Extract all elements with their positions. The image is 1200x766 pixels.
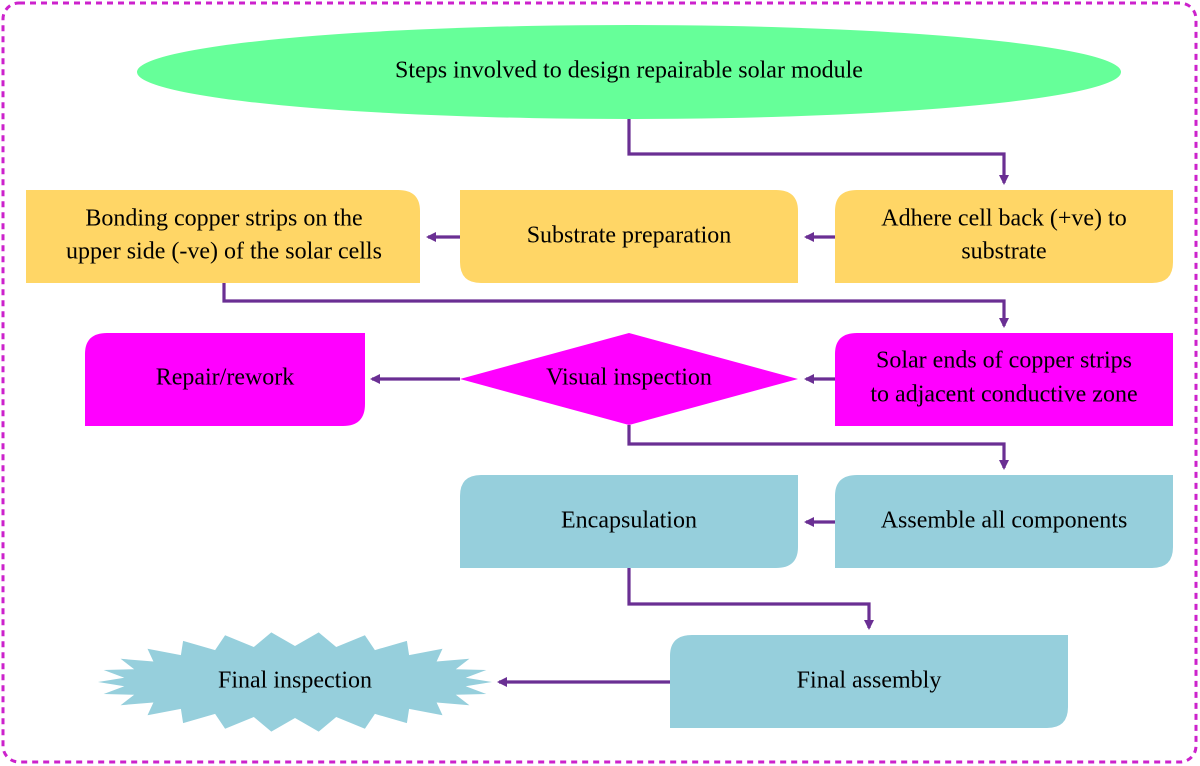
start-node: Steps involved to design repairable sola… (137, 25, 1121, 119)
start-ellipse (137, 25, 1121, 119)
final-assembly-box (670, 635, 1068, 728)
start-label: Steps involved to design repairable sola… (395, 58, 863, 84)
solder-node: Solar ends of copper strips to adjacent … (835, 333, 1173, 426)
solder-line2: to adjacent conductive zone (870, 382, 1137, 408)
bonding-node: Bonding copper strips on the upper side … (26, 190, 420, 283)
substrate-box (460, 190, 798, 283)
assemble-box (835, 475, 1173, 568)
substrate-node: Substrate preparation (460, 190, 798, 283)
adhere-node: Adhere cell back (+ve) to substrate (835, 190, 1173, 283)
encapsulation-label: Encapsulation (561, 508, 697, 534)
final-assembly-label: Final assembly (797, 668, 942, 694)
repair-label: Repair/rework (156, 365, 295, 391)
solder-line1: Solar ends of copper strips (876, 348, 1132, 374)
arrow-encapsulation-to-final-assembly (627, 568, 874, 630)
adhere-line2: substrate (961, 239, 1046, 265)
adhere-line1: Adhere cell back (+ve) to (881, 206, 1126, 232)
visual-diamond (460, 333, 798, 425)
assemble-label: Assemble all components (881, 508, 1128, 534)
assemble-node: Assemble all components (835, 475, 1173, 568)
repair-box (85, 333, 365, 426)
connectors (222, 119, 1009, 687)
arrow-visual-to-assemble (627, 425, 1009, 470)
final-inspection-starburst (98, 632, 492, 732)
arrow-start-to-adhere (627, 119, 1009, 185)
final-assembly-node: Final assembly (670, 635, 1068, 728)
visual-node: Visual inspection (460, 333, 798, 425)
arrow-bonding-to-solder (222, 283, 1009, 328)
repair-node: Repair/rework (85, 333, 365, 426)
bonding-box (26, 190, 420, 283)
encapsulation-node: Encapsulation (460, 475, 798, 568)
solder-box (835, 333, 1173, 426)
final-inspection-label: Final inspection (218, 668, 372, 694)
visual-label: Visual inspection (546, 365, 712, 391)
bonding-line1: Bonding copper strips on the (85, 206, 362, 232)
final-inspection-node: Final inspection (98, 632, 492, 732)
adhere-box (835, 190, 1173, 283)
encapsulation-box (460, 475, 798, 568)
bonding-line2: upper side (-ve) of the solar cells (66, 239, 382, 265)
substrate-label: Substrate preparation (527, 223, 732, 249)
